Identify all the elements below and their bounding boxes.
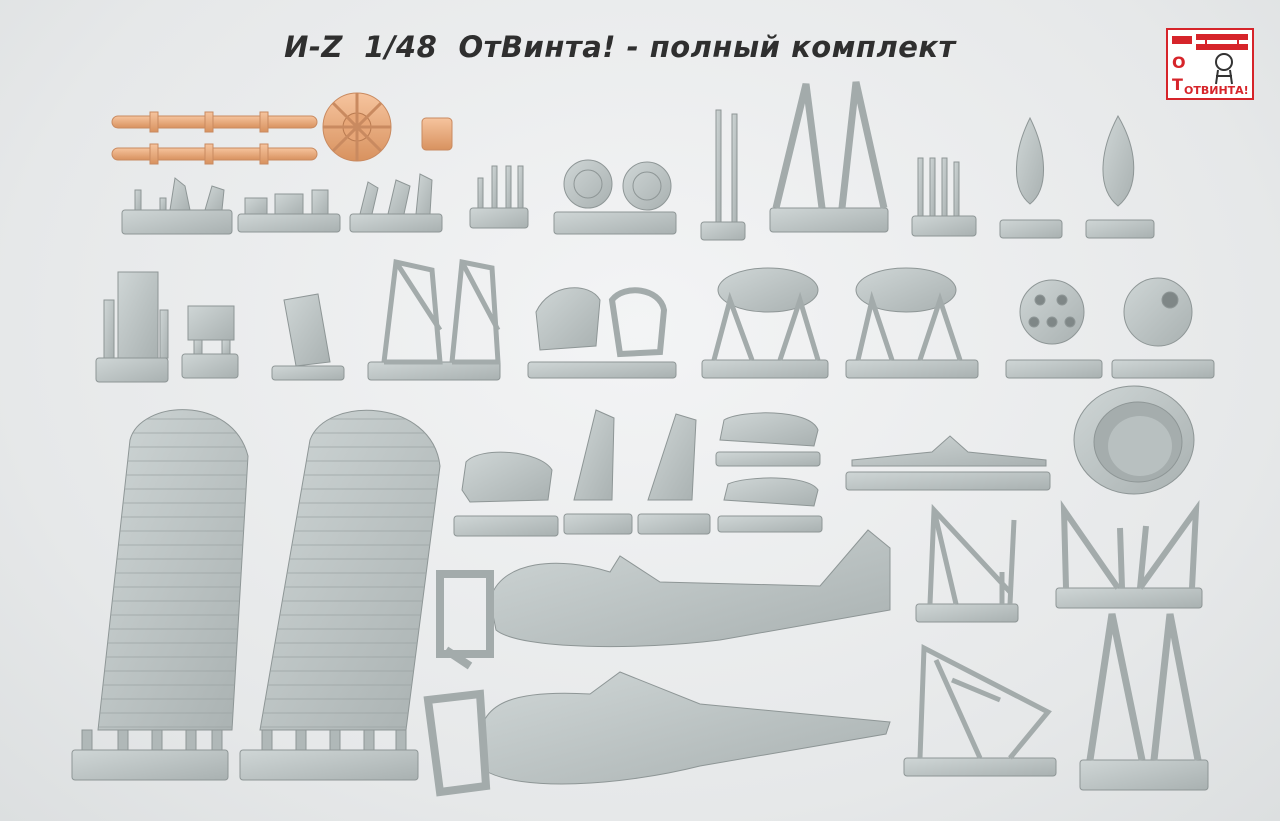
fuselage-half-lower [423, 671, 891, 797]
sprue-small-parts-3 [349, 173, 443, 233]
interplane-struts [1055, 499, 1203, 609]
sprue-rods [469, 165, 529, 229]
cabane-struts [769, 81, 889, 233]
wheel-spats [999, 114, 1155, 239]
brand-logo-text: ОТВИНТА! [1184, 84, 1249, 97]
cowling-fronts [1005, 277, 1215, 379]
upper-wing-right [239, 409, 441, 781]
lower-wing-stub [845, 435, 1051, 491]
photo-caption: И-Z 1/48 ОтВинта! - полный комплект [284, 30, 956, 64]
control-box [181, 305, 239, 379]
sprue-small-parts-1 [121, 177, 233, 235]
sprue-small-parts-2 [237, 189, 341, 233]
fuselage-frames [367, 258, 501, 381]
instrument-panel [271, 293, 345, 381]
engine-cowl-ring [1073, 385, 1195, 495]
sprue-thin-rods [911, 157, 977, 237]
tail-surfaces-small [527, 287, 677, 379]
svg-text:Т: Т [1172, 75, 1183, 94]
fuselage-half-upper [436, 529, 891, 670]
n-struts [1079, 613, 1209, 791]
seat-part [95, 271, 169, 383]
tail-control-surfaces [453, 409, 823, 537]
landing-gear-struts [915, 503, 1019, 623]
small-orange-part [421, 117, 453, 151]
upper-wing-left [71, 409, 249, 781]
wheels [553, 159, 677, 235]
radial-engine [322, 92, 392, 162]
engine-mount-frame [903, 643, 1057, 777]
struts-pair [700, 109, 746, 241]
wing-center-sections [701, 267, 979, 379]
brand-logo: О Т ОТВИНТА! [1166, 28, 1254, 100]
svg-text:О: О [1172, 53, 1186, 72]
exhaust-pipes [111, 111, 318, 165]
